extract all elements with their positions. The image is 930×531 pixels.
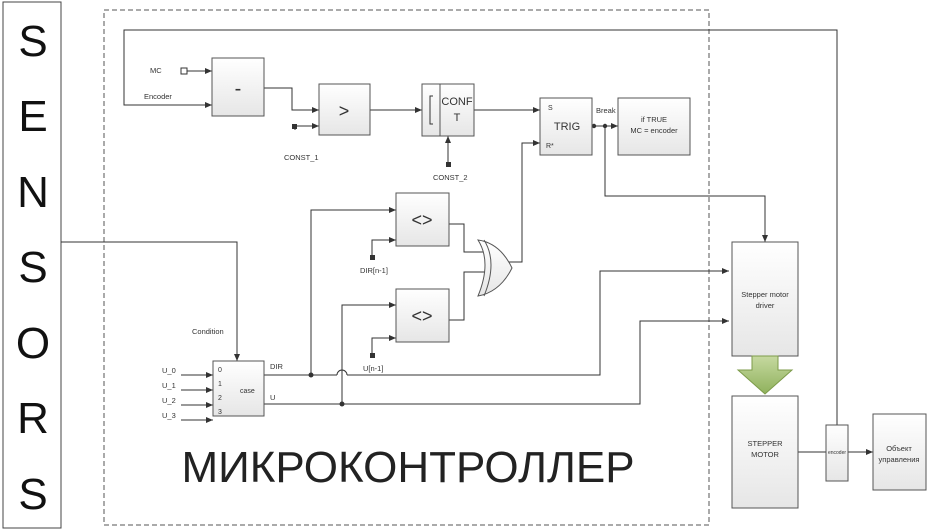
neq-block-u: [395, 288, 450, 343]
u-to-neq-wire: [341, 302, 396, 404]
sensors-letter: S: [18, 243, 47, 292]
sensors-letter: N: [17, 168, 49, 217]
svg-text:R*: R*: [546, 143, 554, 150]
driver-to-motor-arrow: [736, 355, 794, 395]
sensors-letter: R: [17, 394, 49, 443]
u-prev-wire: [371, 335, 396, 353]
dir-wire: [264, 271, 729, 376]
sensors-letter: S: [18, 470, 47, 519]
svg-text:0: 0: [218, 367, 222, 374]
condition-label: Condition: [192, 327, 224, 336]
encoder-label: Encoder: [144, 92, 172, 101]
svg-text:driver: driver: [756, 301, 775, 310]
or-gate: [476, 239, 513, 297]
const1-label: CONST_1: [284, 153, 319, 162]
dir-label: DIR: [270, 362, 284, 371]
neq2-out-wire: [449, 271, 486, 321]
mc-label: MC: [150, 66, 162, 75]
sensors-box: [2, 1, 62, 529]
subtract-label: -: [235, 78, 242, 100]
dir-to-neq-wire: [310, 207, 396, 375]
svg-text:1: 1: [218, 381, 222, 388]
const2-terminal: [446, 162, 451, 167]
svg-text:if TRUE: if TRUE: [641, 115, 667, 124]
trig-block: [539, 97, 593, 156]
u3-label: U_3: [162, 411, 176, 420]
svg-text:2: 2: [218, 395, 222, 402]
sensors-letter: E: [18, 92, 47, 141]
case-block: [212, 360, 265, 417]
svg-text:3: 3: [218, 409, 222, 416]
or-to-trig-wire: [506, 140, 540, 263]
case-label: case: [240, 388, 255, 395]
conf-label: CONF: [441, 96, 472, 108]
conf-label-2: T: [454, 112, 461, 124]
control-object-block: [872, 413, 927, 491]
svg-text:encoder: encoder: [828, 450, 846, 456]
encoder-block: [825, 424, 849, 482]
dir-prev-label: DIR[n-1]: [360, 266, 388, 275]
neq1-out-wire: [449, 223, 486, 253]
u1-label: U_1: [162, 381, 176, 390]
encoder-feedback-wire: [123, 29, 838, 425]
stepper-motor-block: [731, 395, 799, 509]
minus-out-wire: [264, 87, 319, 113]
svg-text:MC = encoder: MC = encoder: [630, 126, 678, 135]
if-true-block: [617, 97, 691, 156]
svg-text:Объект: Объект: [886, 444, 912, 453]
sensors-letter: S: [18, 17, 47, 66]
svg-text:<>: <>: [411, 306, 432, 326]
u-wire: [264, 318, 729, 405]
u-label: U: [270, 393, 275, 402]
conf-integral-icon: [429, 95, 433, 125]
u-prev-label: U[n-1]: [363, 364, 383, 373]
mc-terminal: [180, 67, 188, 75]
u0-label: U_0: [162, 366, 176, 375]
svg-text:управления: управления: [879, 455, 920, 464]
svg-text:STEPPER: STEPPER: [747, 439, 783, 448]
sensors-to-case-wire: [61, 241, 240, 361]
svg-text:Stepper motor: Stepper motor: [741, 290, 789, 299]
break-label: Break: [596, 106, 616, 115]
conf-block: [421, 83, 475, 137]
sensors-letter: O: [16, 319, 50, 368]
svg-text:MOTOR: MOTOR: [751, 450, 779, 459]
microcontroller-title: МИКРОКОНТРОЛЛЕР: [181, 443, 634, 492]
stepper-driver-block: [731, 241, 799, 357]
const2-label: CONST_2: [433, 173, 468, 182]
svg-text:<>: <>: [411, 210, 432, 230]
const1-wire: [294, 123, 319, 130]
greater-block: [318, 83, 371, 136]
u2-label: U_2: [162, 396, 176, 405]
subtract-block: [211, 57, 265, 117]
greater-label: >: [339, 101, 350, 121]
neq-block-dir: [395, 192, 450, 247]
dir-prev-wire: [371, 237, 396, 255]
break-to-driver-wire: [604, 126, 768, 242]
svg-text:S: S: [548, 105, 553, 112]
trig-label: TRIG: [554, 121, 580, 133]
